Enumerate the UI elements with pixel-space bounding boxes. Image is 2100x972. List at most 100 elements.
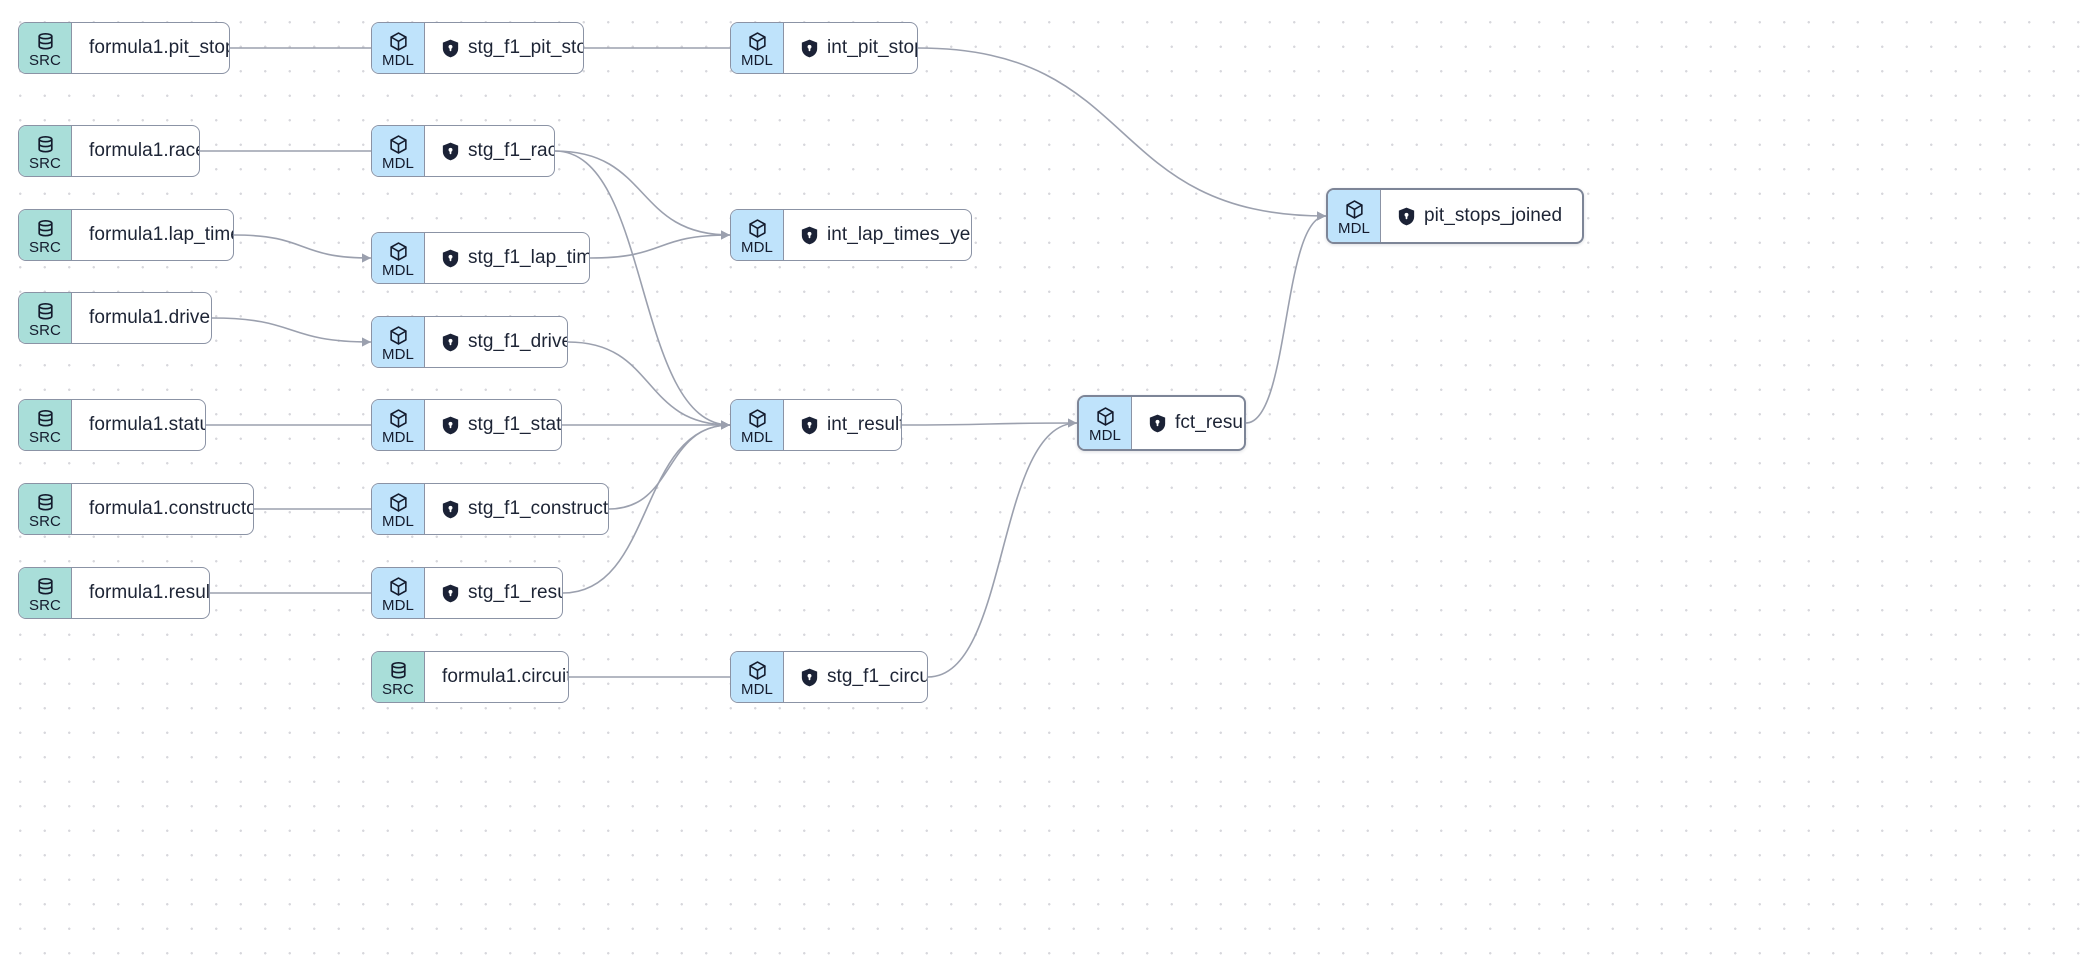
badge-label: SRC — [29, 428, 61, 446]
source-badge: SRC — [372, 652, 425, 702]
shield-lock-icon — [442, 39, 459, 58]
cube-icon — [747, 218, 768, 239]
edge-int_results-to-fct_results — [901, 422, 1078, 426]
shield-lock-icon — [1398, 207, 1415, 226]
node-body: stg_f1_lap_times — [425, 233, 589, 283]
node-body: formula1.races — [72, 126, 199, 176]
edge-stg_lap_times-to-int_lap_times_years — [589, 234, 731, 259]
badge-label: MDL — [382, 154, 414, 172]
node-body: stg_f1_status — [425, 400, 561, 450]
cube-icon — [388, 408, 409, 429]
graph-node-stg_pit_stops[interactable]: MDL stg_f1_pit_stops — [371, 22, 584, 74]
graph-node-src_lap_times[interactable]: SRC formula1.lap_times — [18, 209, 234, 261]
database-icon — [35, 301, 56, 322]
edge-arrowhead — [1317, 211, 1326, 221]
node-body: formula1.circuits — [425, 652, 568, 702]
cube-icon — [747, 31, 768, 52]
node-body: int_results — [784, 400, 901, 450]
edge-stg_races-to-int_results — [554, 150, 731, 426]
node-label: formula1.constructors — [89, 498, 253, 519]
node-label: formula1.races — [89, 140, 199, 161]
cube-icon — [1095, 406, 1116, 427]
model-badge: MDL — [372, 568, 425, 618]
graph-node-stg_races[interactable]: MDL stg_f1_races — [371, 125, 555, 177]
node-body: int_pit_stops — [784, 23, 917, 73]
edge-arrowhead — [721, 420, 730, 430]
graph-node-src_circuits[interactable]: SRC formula1.circuits — [371, 651, 569, 703]
graph-node-stg_circuits[interactable]: MDL stg_f1_circuits — [730, 651, 928, 703]
model-badge: MDL — [731, 23, 784, 73]
cube-icon — [388, 241, 409, 262]
node-label: formula1.lap_times — [89, 224, 233, 245]
cube-icon — [388, 31, 409, 52]
graph-node-src_drivers[interactable]: SRC formula1.drivers — [18, 292, 212, 344]
shield-lock-icon — [442, 249, 459, 268]
graph-node-stg_drivers[interactable]: MDL stg_f1_drivers — [371, 316, 568, 368]
shield-lock-icon — [442, 333, 459, 352]
badge-label: SRC — [29, 321, 61, 339]
edge-arrowhead — [1317, 211, 1326, 221]
graph-node-int_results[interactable]: MDL int_results — [730, 399, 902, 451]
edge-arrowhead — [721, 420, 730, 430]
edge-arrowhead — [721, 230, 730, 240]
shield-lock-icon — [442, 142, 459, 161]
cube-icon — [388, 492, 409, 513]
database-icon — [35, 408, 56, 429]
node-body: formula1.status — [72, 400, 205, 450]
node-label: stg_f1_races — [468, 140, 554, 161]
model-badge: MDL — [731, 652, 784, 702]
shield-lock-icon — [801, 226, 818, 245]
source-badge: SRC — [19, 484, 72, 534]
edge-src_lap_times-to-stg_lap_times — [233, 234, 372, 259]
cube-icon — [1344, 199, 1365, 220]
graph-node-src_races[interactable]: SRC formula1.races — [18, 125, 200, 177]
model-badge: MDL — [1079, 397, 1132, 449]
badge-label: SRC — [29, 596, 61, 614]
node-body: formula1.drivers — [72, 293, 211, 343]
graph-node-stg_status[interactable]: MDL stg_f1_status — [371, 399, 562, 451]
model-badge: MDL — [731, 210, 784, 260]
graph-node-pit_stops_joined[interactable]: MDL pit_stops_joined — [1326, 188, 1584, 244]
badge-label: SRC — [29, 154, 61, 172]
shield-lock-icon — [442, 500, 459, 519]
badge-label: MDL — [741, 428, 773, 446]
graph-node-src_constructors[interactable]: SRC formula1.constructors — [18, 483, 254, 535]
graph-node-src_status[interactable]: SRC formula1.status — [18, 399, 206, 451]
node-label: formula1.status — [89, 414, 205, 435]
badge-label: MDL — [382, 428, 414, 446]
model-badge: MDL — [372, 484, 425, 534]
node-body: pit_stops_joined — [1381, 190, 1582, 242]
node-label: stg_f1_drivers — [468, 331, 567, 352]
database-icon — [388, 660, 409, 681]
edge-int_pit_stops-to-pit_stops_joined — [917, 47, 1327, 217]
node-label: stg_f1_pit_stops — [468, 37, 583, 58]
model-badge: MDL — [372, 23, 425, 73]
source-badge: SRC — [19, 293, 72, 343]
badge-label: SRC — [29, 238, 61, 256]
edge-arrowhead — [721, 420, 730, 430]
edge-src_drivers-to-stg_drivers — [211, 317, 372, 343]
model-badge: MDL — [372, 317, 425, 367]
shield-lock-icon — [801, 39, 818, 58]
cube-icon — [747, 408, 768, 429]
database-icon — [35, 492, 56, 513]
node-label: formula1.pit_stops — [89, 37, 230, 58]
node-body: formula1.constructors — [72, 484, 253, 534]
badge-label: MDL — [741, 680, 773, 698]
cube-icon — [747, 660, 768, 681]
badge-label: SRC — [382, 680, 414, 698]
badge-label: MDL — [1338, 219, 1370, 237]
node-body: stg_f1_circuits — [784, 652, 927, 702]
shield-lock-icon — [1149, 414, 1166, 433]
node-label: formula1.drivers — [89, 307, 211, 328]
